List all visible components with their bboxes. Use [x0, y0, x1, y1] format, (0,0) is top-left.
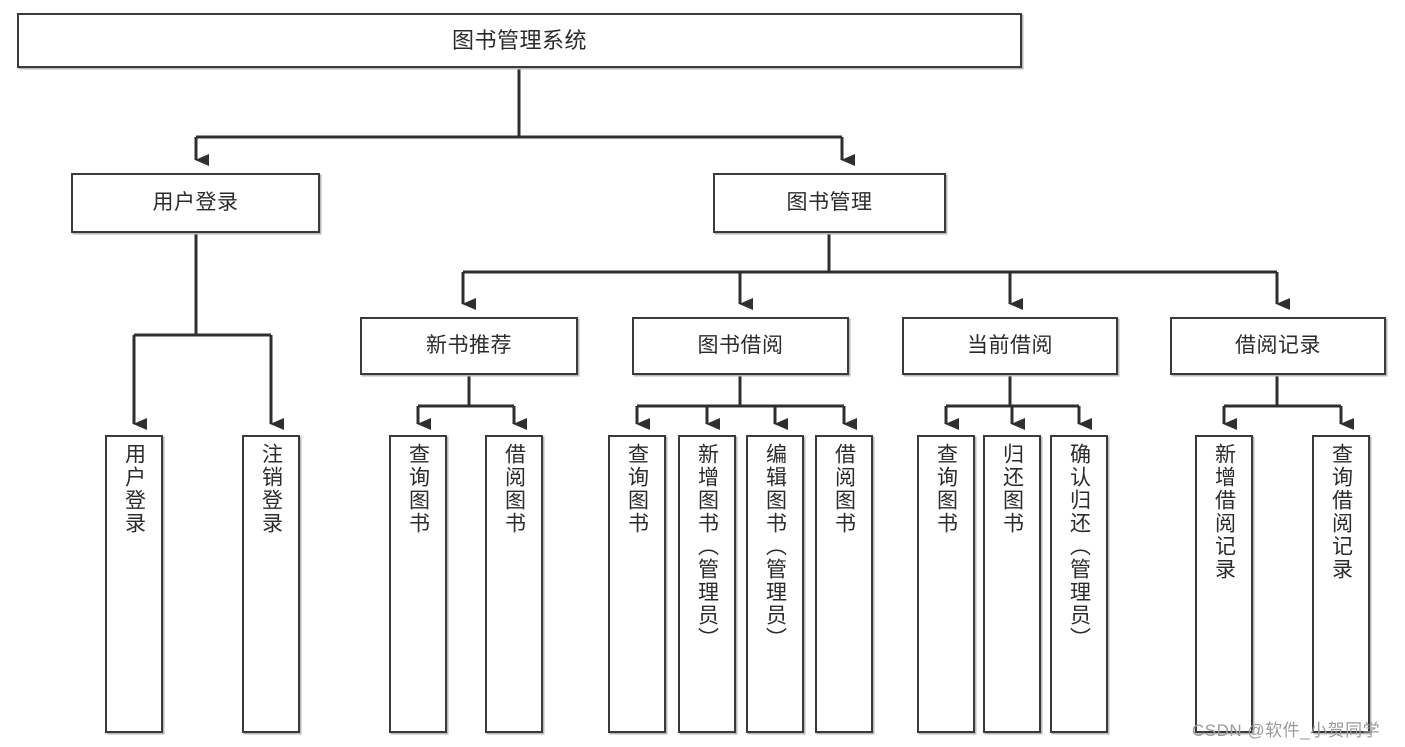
leaf-node-logout[interactable]: 注销登录 — [242, 435, 300, 733]
leaf-node-confirm-return-admin[interactable]: 确认归还（管理员） — [1050, 435, 1108, 733]
leaf-node-add-book-admin[interactable]: 新增图书（管理员） — [678, 435, 736, 733]
leaf-node-borrow-book[interactable]: 借阅图书 — [815, 435, 873, 733]
leaf-node-borrow-book-recommend[interactable]: 借阅图书 — [485, 435, 543, 733]
node-label: 查询图书 — [625, 443, 649, 535]
leaf-node-user-login[interactable]: 用户登录 — [105, 435, 163, 733]
node-new-book-recommend[interactable]: 新书推荐 — [360, 317, 578, 375]
node-label: 确认归还（管理员） — [1067, 443, 1091, 650]
leaf-node-query-book-recommend[interactable]: 查询图书 — [389, 435, 447, 733]
leaf-node-edit-book-admin[interactable]: 编辑图书（管理员） — [746, 435, 804, 733]
node-book-borrow[interactable]: 图书借阅 — [632, 317, 849, 375]
leaf-node-add-borrow-record[interactable]: 新增借阅记录 — [1195, 435, 1253, 733]
node-label: 新书推荐 — [426, 333, 512, 357]
node-label: 借阅图书 — [502, 443, 526, 535]
node-label: 注销登录 — [259, 443, 283, 535]
csdn-watermark: CSDN @软件_小贺同学 — [1192, 721, 1381, 740]
node-label: 归还图书 — [1000, 443, 1024, 535]
node-label: 新增借阅记录 — [1212, 443, 1236, 581]
node-label: 查询图书 — [406, 443, 430, 535]
node-borrow-record[interactable]: 借阅记录 — [1170, 317, 1386, 375]
node-label: 用户登录 — [152, 190, 239, 214]
node-label: 当前借阅 — [967, 333, 1053, 357]
leaf-node-query-book-borrow[interactable]: 查询图书 — [608, 435, 666, 733]
node-current-borrow[interactable]: 当前借阅 — [902, 317, 1118, 375]
node-user-login[interactable]: 用户登录 — [71, 173, 320, 233]
node-label: 借阅记录 — [1235, 333, 1321, 357]
node-label: 用户登录 — [122, 443, 146, 535]
node-label: 查询图书 — [934, 443, 958, 535]
node-label: 新增图书（管理员） — [695, 443, 719, 650]
leaf-node-return-book[interactable]: 归还图书 — [983, 435, 1041, 733]
node-label: 编辑图书（管理员） — [763, 443, 787, 650]
node-book-management[interactable]: 图书管理 — [713, 173, 946, 233]
node-root-book-management-system[interactable]: 图书管理系统 — [17, 13, 1022, 68]
node-label: 借阅图书 — [832, 443, 856, 535]
node-label: 图书借阅 — [697, 333, 784, 357]
node-label: 图书管理系统 — [451, 27, 587, 53]
leaf-node-query-borrow-record[interactable]: 查询借阅记录 — [1312, 435, 1370, 733]
leaf-node-query-book-current[interactable]: 查询图书 — [917, 435, 975, 733]
node-label: 图书管理 — [786, 190, 873, 214]
node-label: 查询借阅记录 — [1329, 443, 1353, 581]
